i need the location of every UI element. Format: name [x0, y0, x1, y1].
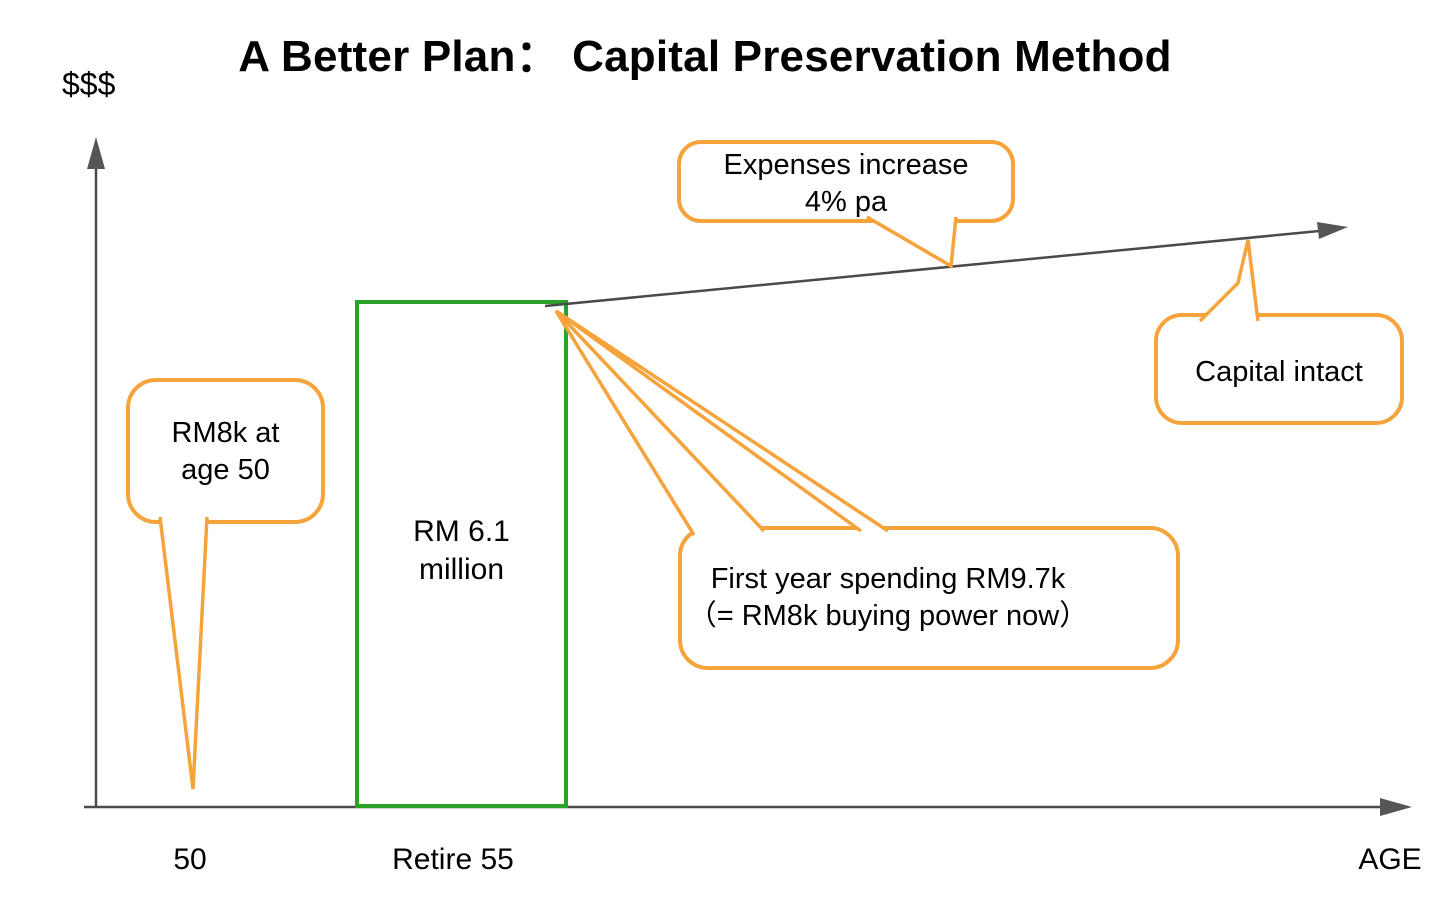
chart-title: A Better Plan： Capital Preservation Meth… — [238, 32, 1172, 81]
x-tick-retire-55: Retire 55 — [392, 843, 514, 876]
callout-capital-bubble — [1154, 313, 1404, 425]
callout-expenses-line1: Expenses increase — [723, 149, 969, 181]
y-axis-label: $$$ — [62, 66, 116, 102]
callout-rm8k-line2: age 50 — [181, 454, 270, 486]
capital-bar — [355, 300, 568, 808]
callout-expenses-tail — [866, 215, 958, 269]
capital-bar-label: RM 6.1 million — [357, 513, 566, 589]
callout-firstyear-line2: （= RM8k buying power now） — [687, 600, 1089, 632]
callout-expenses-line2: 4% pa — [804, 186, 888, 218]
callout-rm8k-tail — [158, 516, 209, 790]
x-tick-50: 50 — [173, 843, 207, 876]
callout-rm8k-text: RM8k at age 50 — [128, 415, 323, 489]
callout-expenses-text: Expenses increase 4% pa — [679, 147, 1013, 221]
callout-firstyear-tail-right — [554, 309, 889, 533]
callout-rm8k-line1: RM8k at — [171, 417, 280, 449]
callout-expenses-bubble — [677, 140, 1015, 223]
callout-capital-line1: Capital intact — [1195, 356, 1363, 388]
x-axis-label: AGE — [1358, 843, 1422, 876]
callout-firstyear-tail-left — [554, 309, 766, 536]
callout-firstyear-bubble — [678, 526, 1180, 670]
callout-capital-text: Capital intact — [1156, 354, 1402, 391]
expense-line — [544, 227, 1341, 308]
callout-firstyear-text: First year spending RM9.7k （= RM8k buyin… — [638, 561, 1138, 635]
callout-rm8k-bubble — [126, 378, 325, 524]
expense-line-arrowhead-icon — [1317, 222, 1348, 239]
callout-capital-tail — [1198, 239, 1260, 323]
capital-bar-label-line2: million — [418, 553, 505, 586]
callout-firstyear-line1: First year spending RM9.7k — [710, 563, 1066, 595]
x-axis-arrowhead-icon — [1380, 798, 1412, 816]
y-axis-arrowhead-icon — [87, 137, 105, 169]
capital-bar-label-line1: RM 6.1 — [413, 515, 510, 548]
